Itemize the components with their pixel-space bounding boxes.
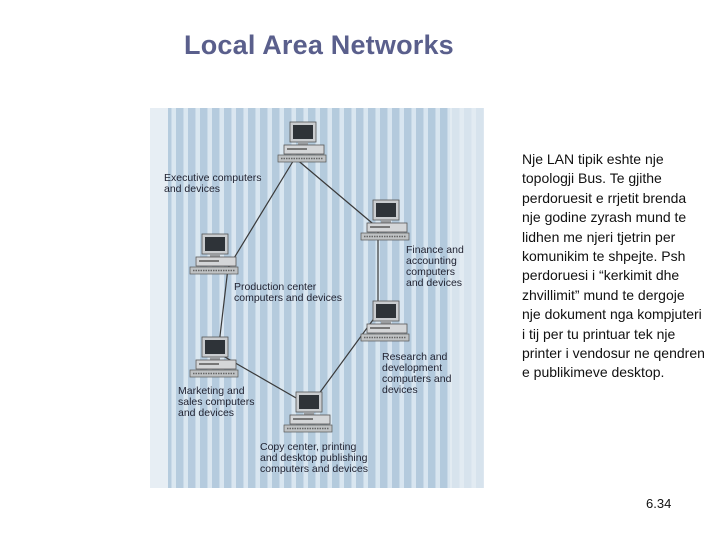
label-executive: Executive computers and devices xyxy=(164,172,264,195)
label-copy-center: Copy center, printing and desktop publis… xyxy=(260,441,370,475)
body-text: Nje LAN tipik eshte nje topologji Bus. T… xyxy=(522,151,705,381)
label-finance: Finance and accounting computers and dev… xyxy=(406,244,467,289)
slide-title: Local Area Networks xyxy=(184,30,454,60)
label-marketing: Marketing and sales computers and device… xyxy=(178,385,257,419)
page-number: 6.34 xyxy=(646,496,672,511)
label-production: Production center computers and devices xyxy=(234,281,342,304)
label-research: Research and development computers and d… xyxy=(382,351,454,396)
lan-diagram: Executive computers and devices Finance … xyxy=(150,108,484,488)
